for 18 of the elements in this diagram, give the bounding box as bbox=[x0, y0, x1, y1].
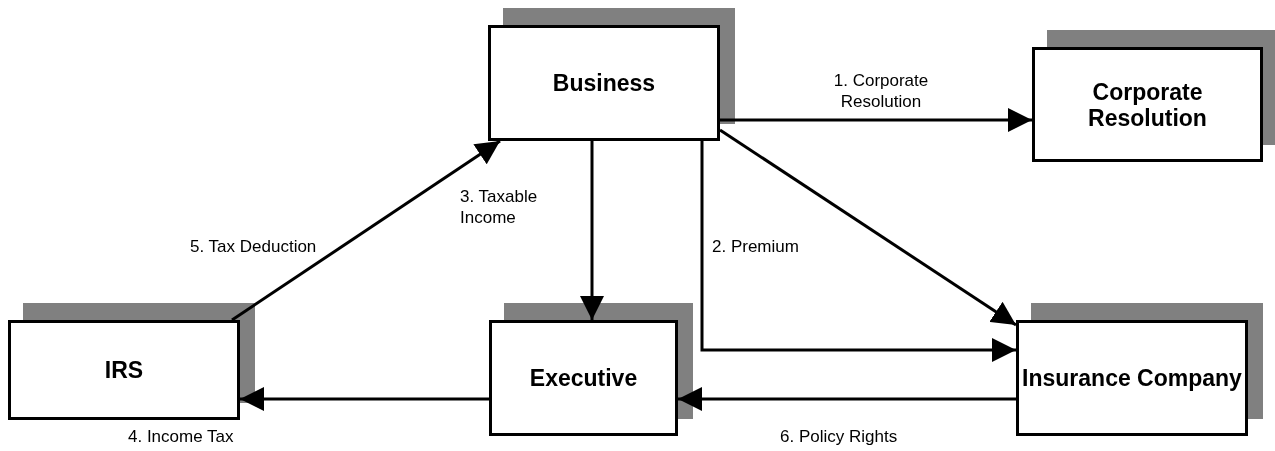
arrow bbox=[231, 139, 501, 322]
edge-label: 2. Premium bbox=[712, 236, 800, 257]
arrow bbox=[719, 128, 1017, 327]
edge-label: 4. Income Tax bbox=[128, 426, 235, 447]
arrow bbox=[700, 141, 1016, 362]
box-label: Business bbox=[552, 70, 656, 96]
edge-label: 6. Policy Rights bbox=[780, 426, 899, 447]
arrow bbox=[240, 387, 489, 411]
box-label: Insurance Company bbox=[1022, 365, 1242, 391]
box-label: Executive bbox=[529, 365, 638, 391]
arrow bbox=[720, 108, 1032, 132]
box-label: Corporate Resolution bbox=[1087, 78, 1208, 131]
edge-label: 3. Taxable Income bbox=[460, 186, 539, 228]
arrow bbox=[580, 141, 604, 320]
edge-label: 5. Tax Deduction bbox=[190, 236, 318, 257]
arrow bbox=[678, 387, 1016, 411]
box-label: IRS bbox=[104, 357, 144, 383]
edge-label: 1. Corporate Resolution bbox=[832, 70, 930, 112]
